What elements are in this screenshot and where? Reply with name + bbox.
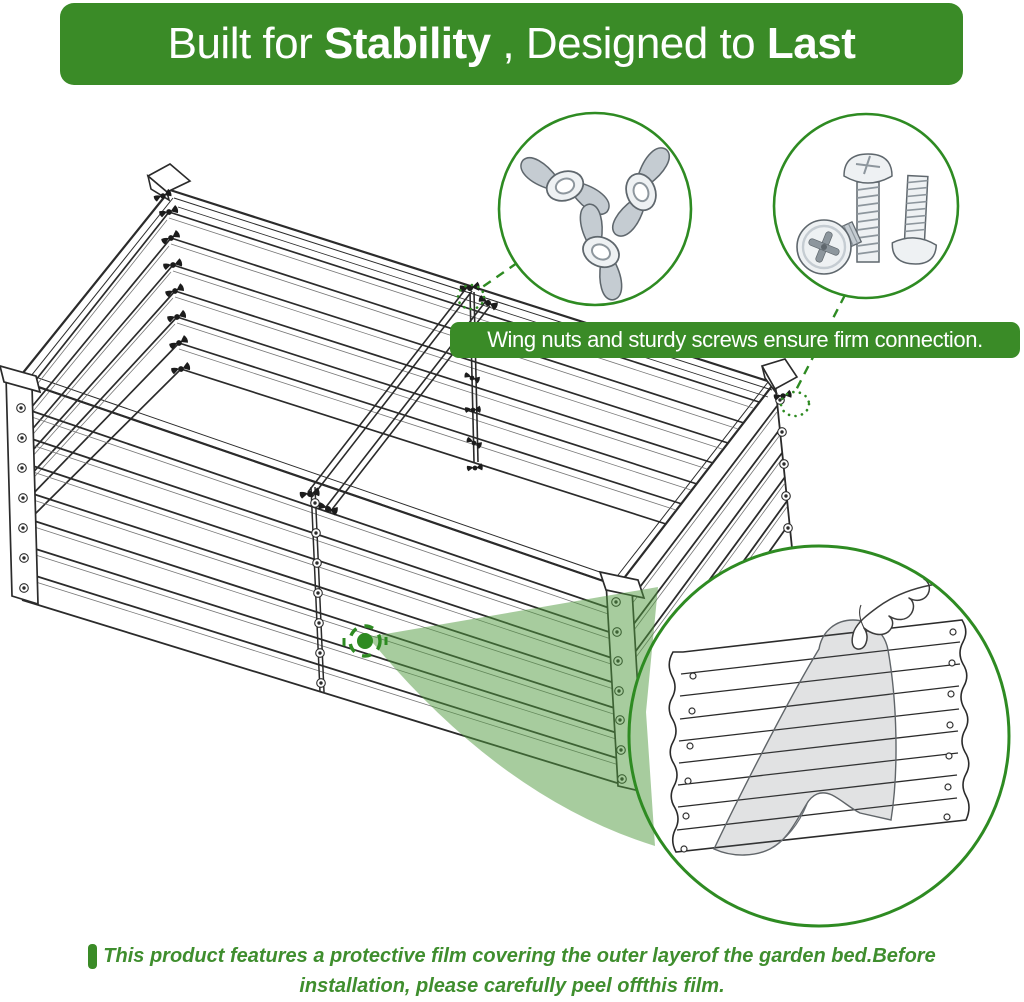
note-line-1: This product features a protective film … (103, 945, 936, 967)
headline-banner: Built for Stability , Designed to Last (60, 3, 963, 85)
front-left-post (0, 365, 42, 606)
target-marker-icon (342, 624, 388, 658)
panel-rivets (680, 628, 957, 853)
film-callout-ring (627, 544, 1011, 928)
peel-film-icon (668, 559, 970, 856)
wing-nuts-callout (497, 111, 693, 307)
headline-regular-2: , Designed to (490, 19, 767, 68)
headline-bold-2: Last (766, 19, 856, 68)
hand-icon (851, 559, 951, 650)
headline-regular-1: Built for (167, 19, 324, 68)
center-cross-rails (307, 285, 491, 513)
screws-icon (796, 153, 938, 275)
note-line-2: installation, please carefully peel offt… (299, 975, 725, 997)
zoom-beam (368, 587, 658, 846)
headline-bold-1: Stability (324, 19, 491, 68)
hardware-callout-label: Wing nuts and sturdy screws ensure firm … (450, 322, 1020, 358)
film-note: This product features a protective film … (0, 941, 1024, 1001)
note-bullet-bar (88, 943, 98, 969)
screws-callout (772, 112, 960, 300)
